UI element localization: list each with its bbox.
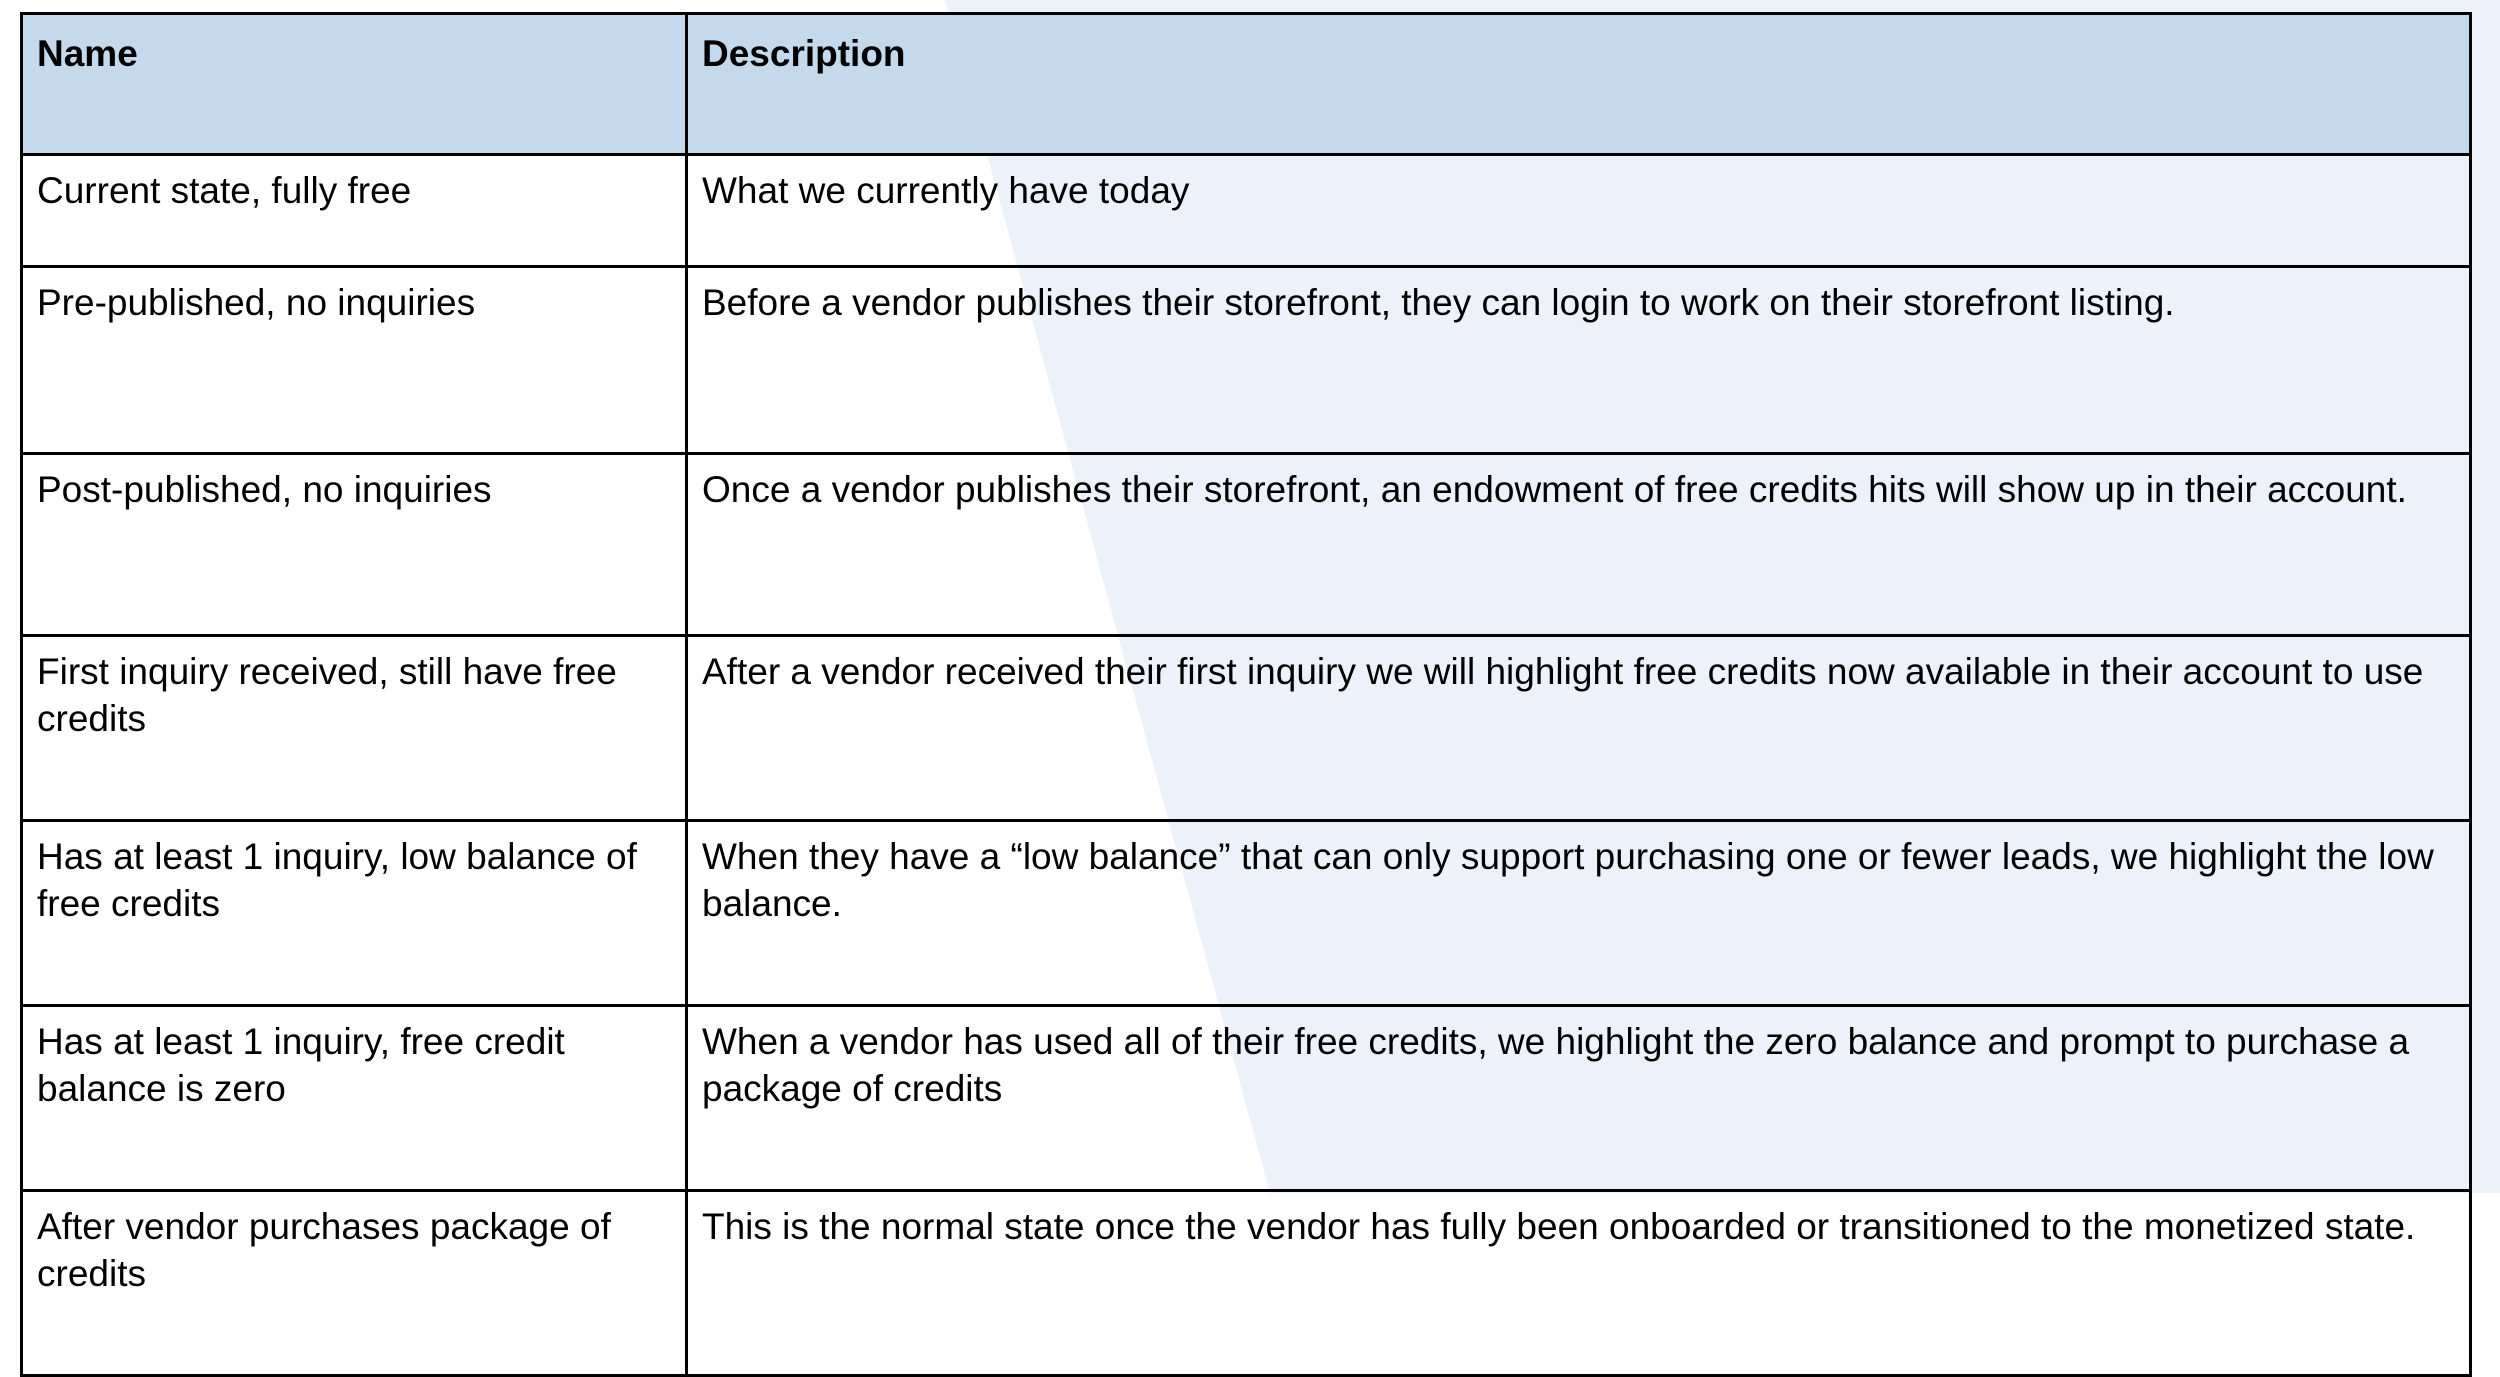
column-header-name: Name [20,12,688,156]
cell-name: Current state, fully free [20,153,688,268]
row-name-label: Current state, fully free [37,170,412,211]
table-row: First inquiry received, still have free … [20,634,2472,822]
cell-description: What we currently have today [685,153,2472,268]
table-header: Name Description [20,12,2472,156]
row-description-label: When they have a “low balance” that can … [702,836,2434,924]
cell-name: Pre-published, no inquiries [20,265,688,455]
row-description-label: Before a vendor publishes their storefro… [702,282,2175,323]
cell-name: Post-published, no inquiries [20,452,688,637]
state-table-container: Name Description Current state, fully fr… [20,12,2472,1377]
row-description-label: After a vendor received their first inqu… [702,651,2424,692]
vendor-credit-states-table: Name Description Current state, fully fr… [20,12,2472,1377]
cell-name: Has at least 1 inquiry, free credit bala… [20,1004,688,1192]
table-row: Post-published, no inquiries Once a vend… [20,452,2472,637]
row-name-label: Has at least 1 inquiry, free credit bala… [37,1021,565,1109]
row-description-label: What we currently have today [702,170,1190,211]
cell-name: First inquiry received, still have free … [20,634,688,822]
cell-name: After vendor purchases package of credit… [20,1189,688,1377]
cell-description: When a vendor has used all of their free… [685,1004,2472,1192]
row-name-label: Has at least 1 inquiry, low balance of f… [37,836,637,924]
row-name-label: First inquiry received, still have free … [37,651,617,739]
column-header-description: Description [685,12,2472,156]
table-row: Current state, fully free What we curren… [20,153,2472,268]
cell-description: After a vendor received their first inqu… [685,634,2472,822]
table-body: Current state, fully free What we curren… [20,153,2472,1377]
cell-name: Has at least 1 inquiry, low balance of f… [20,819,688,1007]
row-name-label: After vendor purchases package of credit… [37,1206,611,1294]
table-row: Has at least 1 inquiry, free credit bala… [20,1004,2472,1192]
table-row: Has at least 1 inquiry, low balance of f… [20,819,2472,1007]
cell-description: Before a vendor publishes their storefro… [685,265,2472,455]
column-header-name-label: Name [37,33,138,74]
cell-description: When they have a “low balance” that can … [685,819,2472,1007]
row-description-label: When a vendor has used all of their free… [702,1021,2410,1109]
row-description-label: Once a vendor publishes their storefront… [702,469,2407,510]
table-header-row: Name Description [20,12,2472,156]
row-name-label: Post-published, no inquiries [37,469,492,510]
table-row: Pre-published, no inquiries Before a ven… [20,265,2472,455]
cell-description: Once a vendor publishes their storefront… [685,452,2472,637]
row-description-label: This is the normal state once the vendor… [702,1206,2416,1247]
cell-description: This is the normal state once the vendor… [685,1189,2472,1377]
column-header-description-label: Description [702,33,906,74]
table-row: After vendor purchases package of credit… [20,1189,2472,1377]
row-name-label: Pre-published, no inquiries [37,282,476,323]
